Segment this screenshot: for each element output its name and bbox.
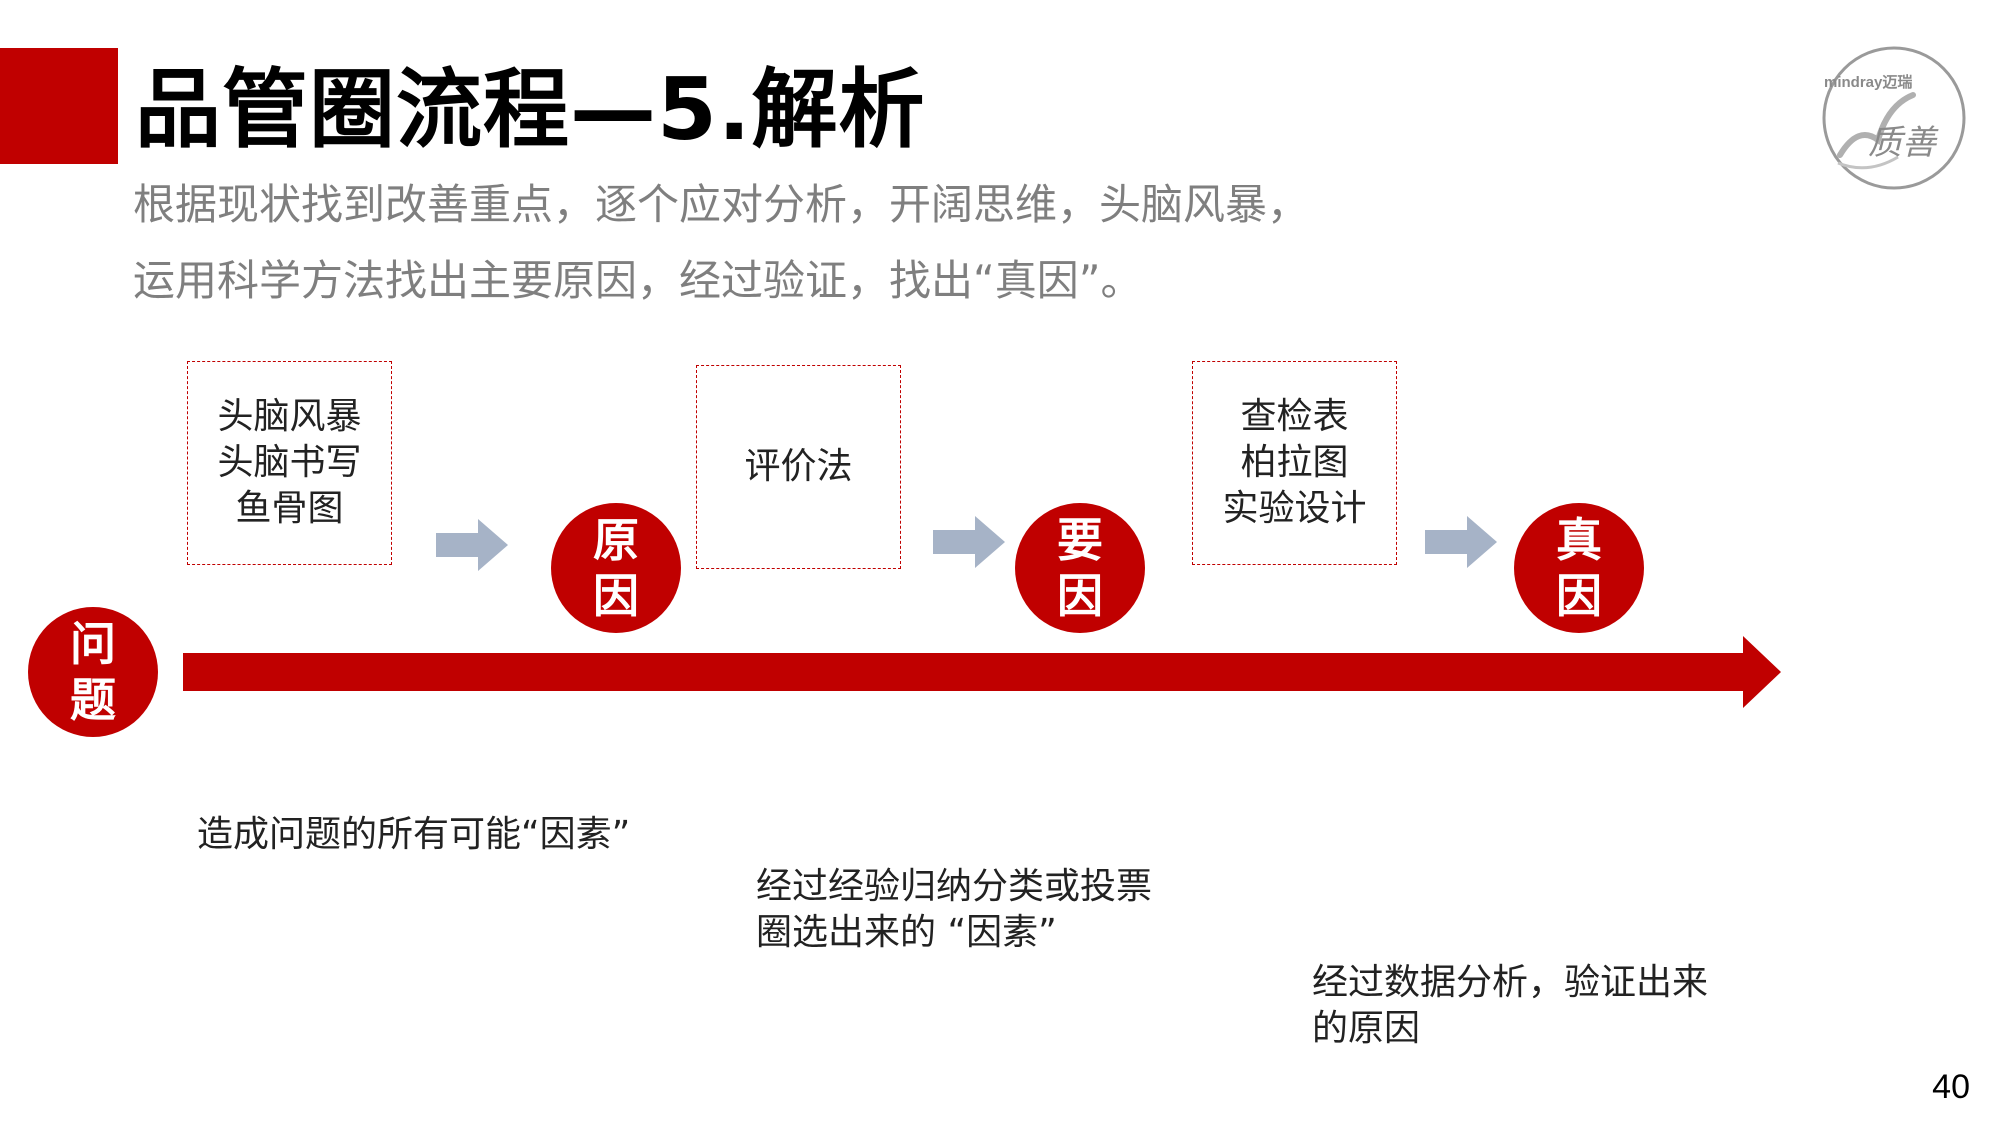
stage-char: 原 [593, 513, 639, 567]
stage-char: 要 [1057, 513, 1103, 567]
description-line: 经过经验归纳分类或投票 [756, 866, 1153, 907]
tool-box-cause: 头脑风暴 头脑书写 鱼骨图 [187, 361, 392, 565]
tool-item: 头脑书写 [217, 442, 362, 483]
title-accent-bar [0, 48, 118, 164]
stage-char: 因 [1556, 569, 1602, 623]
small-arrow-icon [1425, 516, 1497, 568]
stage-char: 因 [1057, 569, 1103, 623]
tool-item: 柏拉图 [1240, 442, 1349, 483]
description-root-cause: 经过数据分析，验证出来 的原因 [1312, 960, 1708, 1052]
stage-root-cause: 真 因 [1514, 503, 1644, 633]
tool-item: 实验设计 [1222, 488, 1367, 529]
page-number: 40 [1932, 1068, 1970, 1106]
stage-char: 真 [1556, 513, 1602, 567]
page-title: 品管圈流程—5.解析 [135, 60, 926, 160]
mindray-logo: mindray迈瑞 质善 [1818, 45, 1970, 191]
stage-char: 题 [70, 673, 116, 727]
tool-item: 评价法 [744, 446, 853, 487]
stage-char: 问 [70, 617, 116, 671]
tool-item: 鱼骨图 [235, 488, 344, 529]
tool-item: 头脑风暴 [217, 396, 362, 437]
tool-box-root-cause: 查检表 柏拉图 实验设计 [1192, 361, 1397, 565]
description-line: 圈选出来的 “因素” [756, 912, 1057, 953]
small-arrow-icon [933, 516, 1005, 568]
description-line: 经过数据分析，验证出来 [1312, 962, 1709, 1003]
logo-calligraphy-text: 质善 [1868, 123, 1936, 163]
tool-box-key-cause: 评价法 [696, 365, 901, 569]
subtitle-line-2: 运用科学方法找出主要原因，经过验证，找出“真因”。 [133, 256, 1143, 305]
stage-cause: 原 因 [551, 503, 681, 633]
description-line: 的原因 [1312, 1008, 1421, 1049]
tool-item: 查检表 [1240, 396, 1349, 437]
description-cause: 造成问题的所有可能“因素” [197, 812, 630, 858]
description-key-cause: 经过经验归纳分类或投票 圈选出来的 “因素” [756, 864, 1152, 956]
stage-char: 因 [593, 569, 639, 623]
small-arrow-icon [436, 519, 508, 571]
main-process-arrow [183, 636, 1781, 708]
subtitle-line-1: 根据现状找到改善重点，逐个应对分析，开阔思维，头脑风暴， [133, 180, 1310, 229]
stage-key-cause: 要 因 [1015, 503, 1145, 633]
stage-problem: 问 题 [28, 607, 158, 737]
description-line: 造成问题的所有可能“因素” [197, 814, 631, 855]
logo-brand-text: mindray迈瑞 [1824, 74, 1913, 91]
